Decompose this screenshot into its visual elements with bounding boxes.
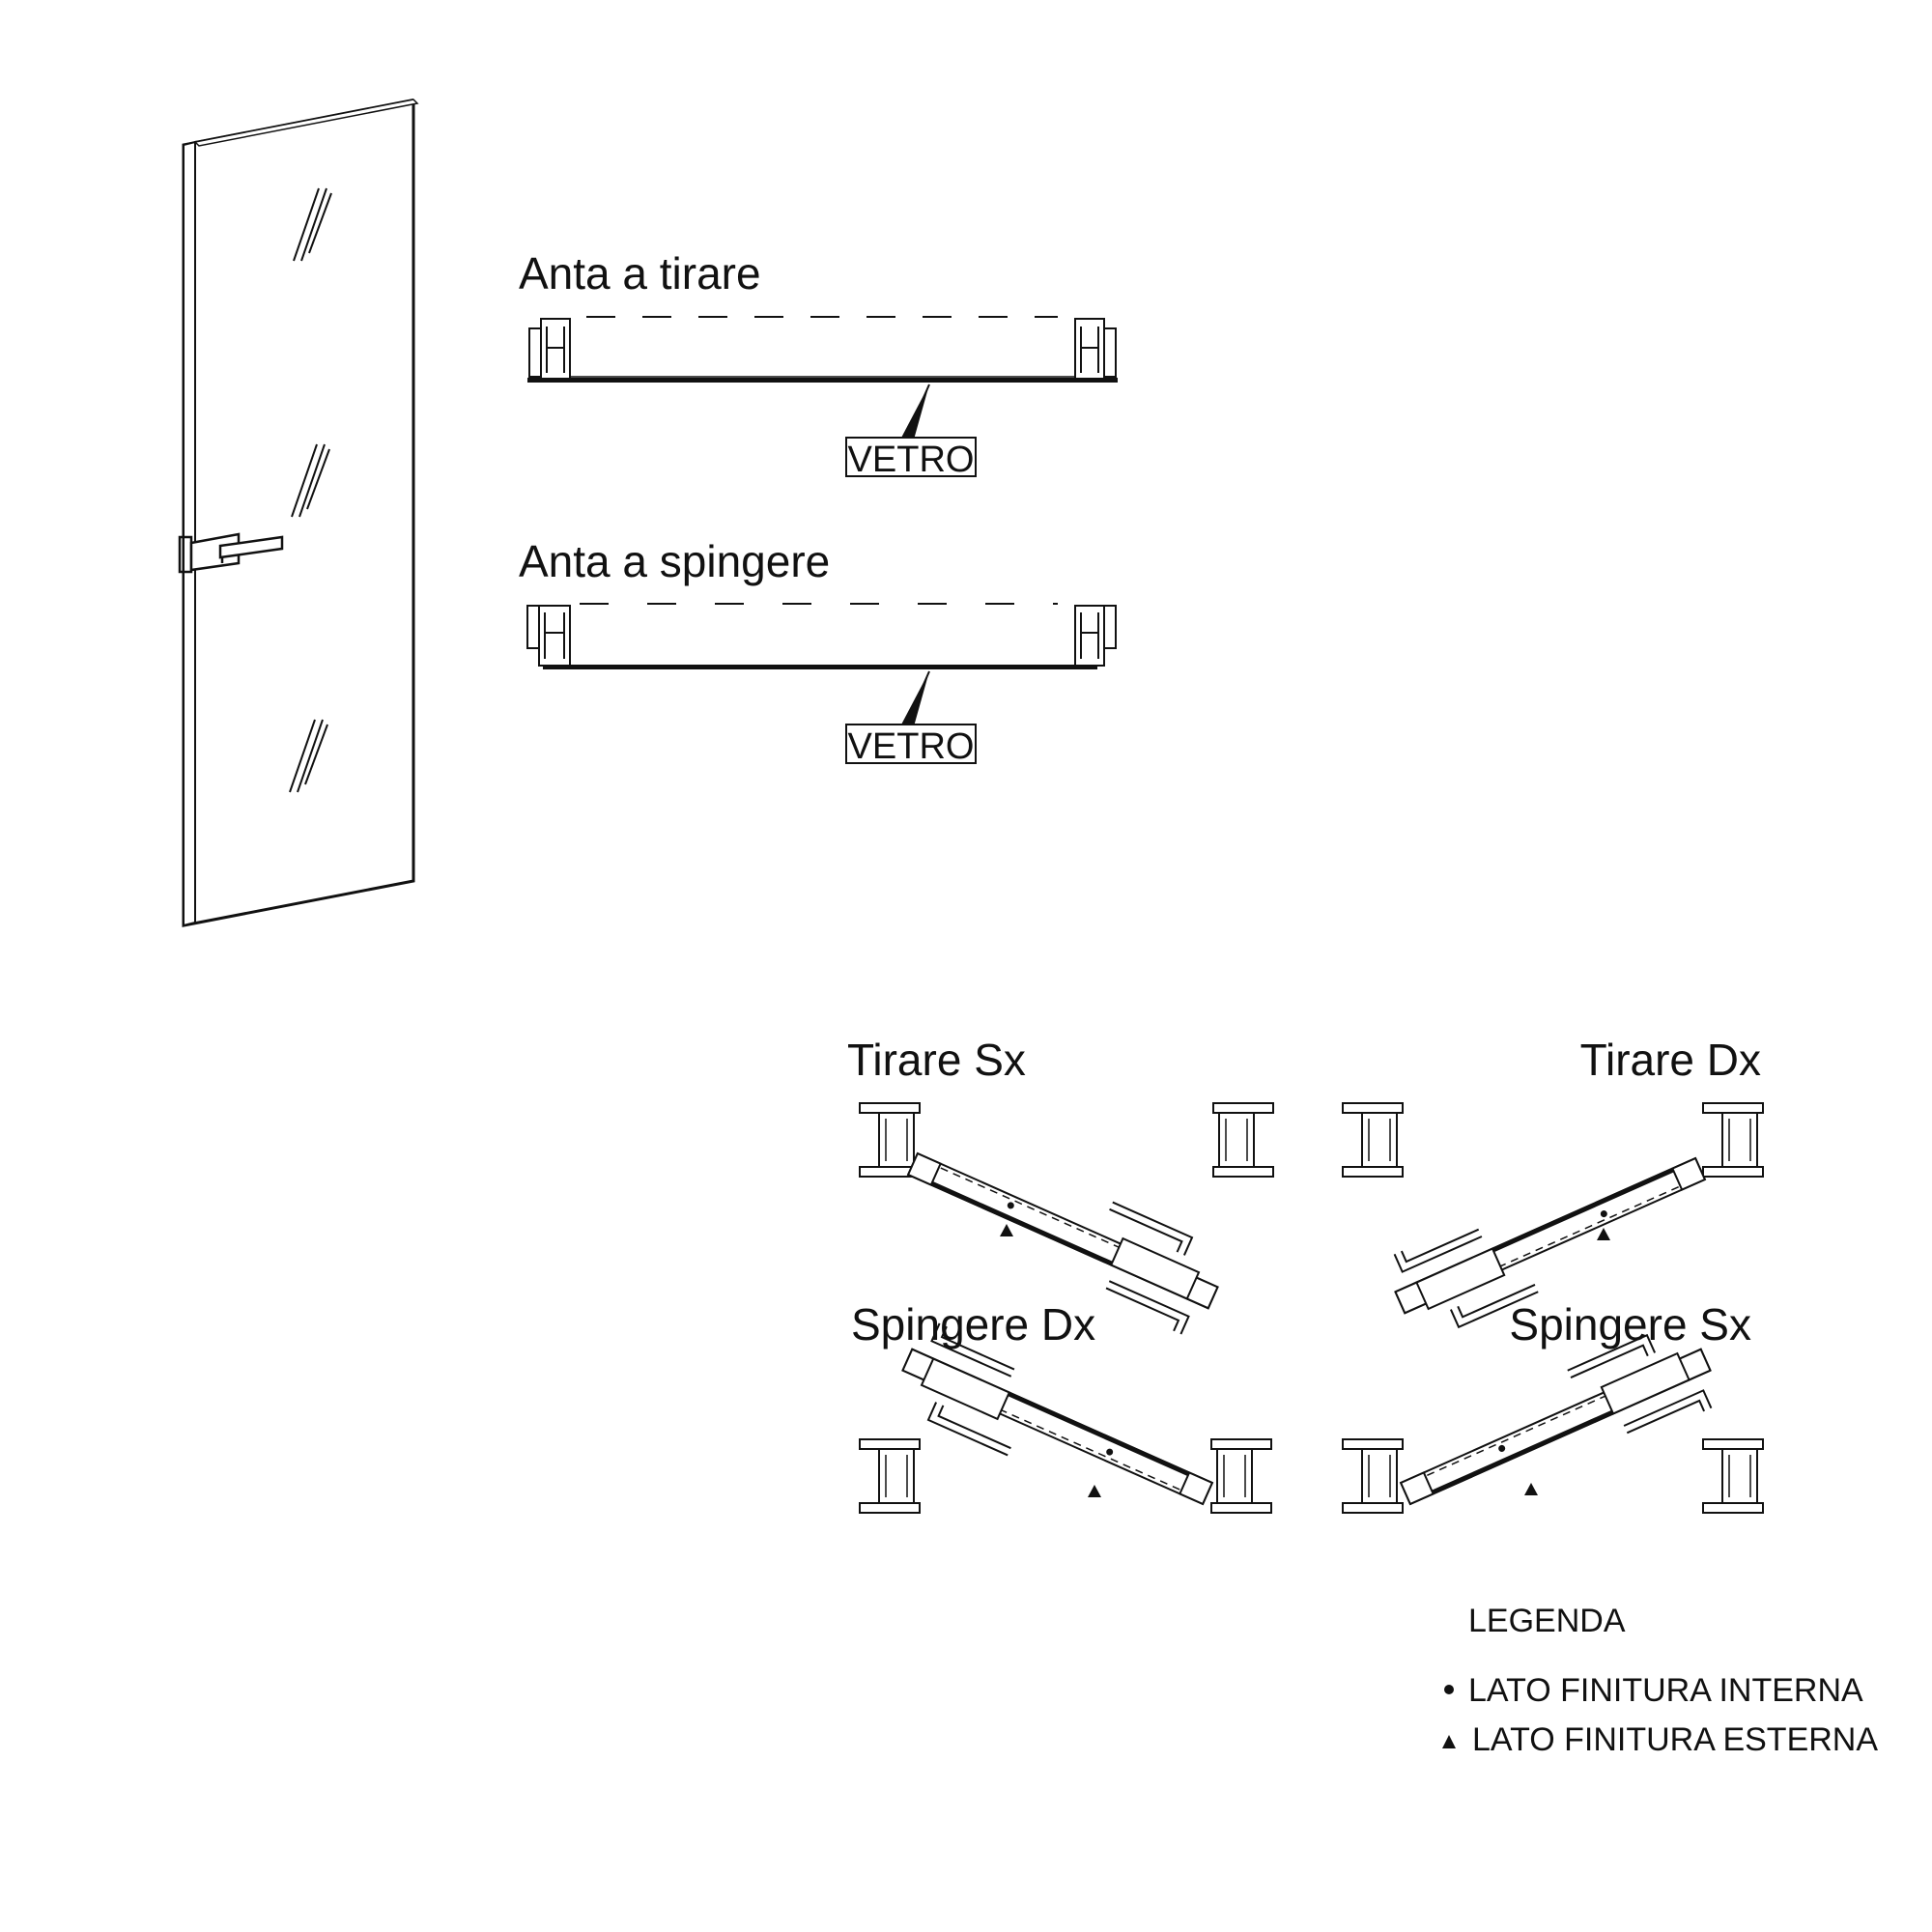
pull-leaf-title: Anta a tirare bbox=[519, 248, 761, 298]
pull-glass-callout: VETRO bbox=[845, 437, 977, 480]
glass-reflection-marks bbox=[289, 187, 332, 793]
right-frame-profile bbox=[1074, 318, 1117, 380]
legend: LEGENDA LATO FINITURA INTERNA LATO FINIT… bbox=[1442, 1603, 1878, 1758]
glass-pane bbox=[543, 665, 1097, 669]
exterior-finish-triangle-icon bbox=[1524, 1483, 1538, 1495]
push-leaf-title: Anta a spingere bbox=[519, 536, 830, 586]
left-frame-profile bbox=[526, 605, 571, 667]
config-spingere-dx-label: Spingere Dx bbox=[851, 1299, 1095, 1350]
dot-icon bbox=[1444, 1685, 1454, 1694]
right-frame-profile bbox=[1074, 605, 1117, 667]
exterior-finish-triangle-icon bbox=[1088, 1485, 1101, 1497]
left-frame-profile bbox=[528, 318, 571, 380]
exterior-finish-triangle-icon bbox=[1597, 1228, 1610, 1240]
config-tirare-sx-label: Tirare Sx bbox=[847, 1035, 1026, 1085]
pull-leaf-section-drawing bbox=[527, 316, 1118, 440]
legend-title: LEGENDA bbox=[1468, 1603, 1626, 1639]
legend-item-interior: LATO FINITURA INTERNA bbox=[1468, 1672, 1863, 1709]
triangle-icon bbox=[1442, 1735, 1456, 1748]
config-spingere-dx-drawing bbox=[859, 1321, 1272, 1514]
pull-glass-label: VETRO bbox=[848, 440, 975, 480]
config-tirare-dx-drawing bbox=[1342, 1102, 1764, 1328]
door-handle bbox=[178, 532, 284, 574]
config-tirare-sx-drawing bbox=[859, 1102, 1274, 1336]
config-tirare-dx-label: Tirare Dx bbox=[1580, 1035, 1761, 1085]
push-leaf-section-drawing bbox=[526, 603, 1117, 727]
glass-door-illustration bbox=[178, 99, 419, 927]
legend-item-exterior: LATO FINITURA ESTERNA bbox=[1472, 1721, 1878, 1758]
exterior-finish-triangle-icon bbox=[1000, 1224, 1013, 1236]
push-glass-callout: VETRO bbox=[845, 724, 977, 767]
glass-pane bbox=[527, 378, 1118, 383]
push-glass-label: VETRO bbox=[848, 726, 975, 767]
config-spingere-sx-label: Spingere Sx bbox=[1509, 1299, 1751, 1350]
config-spingere-sx-drawing bbox=[1342, 1334, 1764, 1514]
